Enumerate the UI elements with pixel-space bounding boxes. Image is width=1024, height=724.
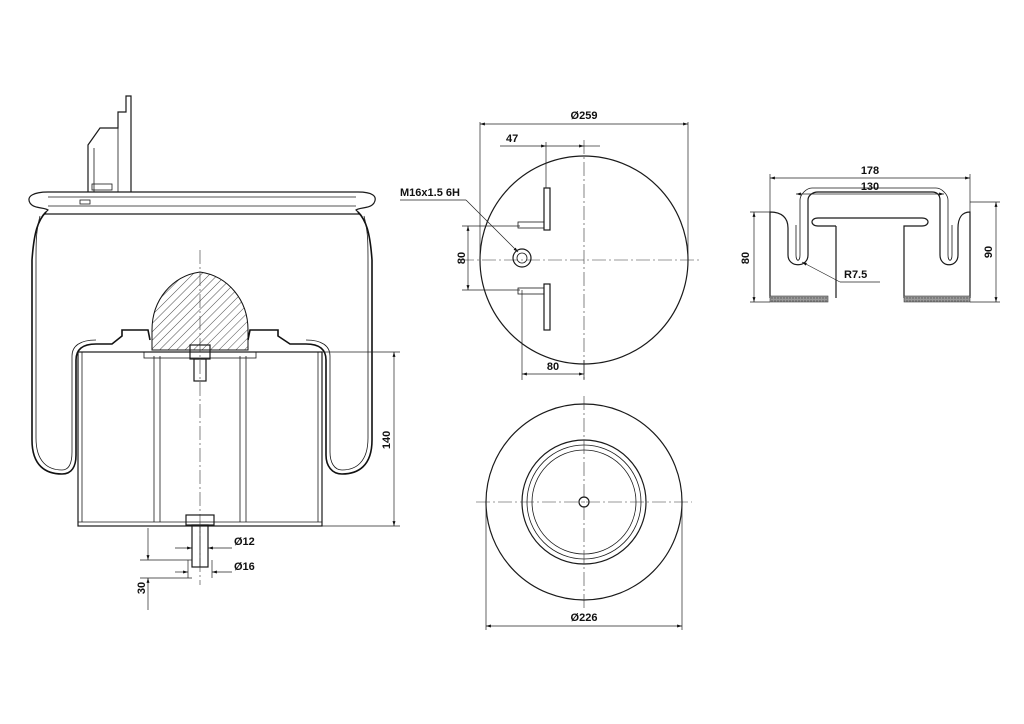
dim-offset-47: 47 xyxy=(506,133,518,145)
air-bladder xyxy=(31,211,151,475)
left-pad xyxy=(769,295,829,303)
bracket-view: 178 130 80 90 R7.5 xyxy=(740,165,1000,303)
dim-pin-length: 30 xyxy=(136,582,148,594)
threaded-hole xyxy=(512,248,532,268)
dim-pin-diameter: Ø12 xyxy=(234,536,255,548)
top-bracket xyxy=(87,95,132,192)
dim-bracket-130: 130 xyxy=(861,181,879,193)
side-view: 140 Ø12 Ø16 30 xyxy=(28,95,400,610)
dim-base-diameter: Ø16 xyxy=(234,561,255,573)
top-plate xyxy=(28,191,376,215)
dim-bracket-178: 178 xyxy=(861,165,879,177)
dim-vertical-80: 80 xyxy=(456,252,468,264)
bottom-view: Ø226 xyxy=(476,396,692,630)
right-pad xyxy=(903,295,971,303)
top-view: Ø259 47 M16x1.5 6H 80 80 xyxy=(400,110,700,380)
dim-top-diameter: Ø259 xyxy=(571,110,598,122)
dim-horizontal-80: 80 xyxy=(547,361,559,373)
dim-bottom-diameter: Ø226 xyxy=(571,612,598,624)
dim-bracket-80: 80 xyxy=(740,252,752,264)
dim-radius: R7.5 xyxy=(844,269,867,281)
dim-height-140: 140 xyxy=(381,431,393,449)
bracket-outline xyxy=(769,191,971,298)
dim-thread: M16x1.5 6H xyxy=(400,187,460,199)
dim-bracket-90: 90 xyxy=(983,246,995,258)
